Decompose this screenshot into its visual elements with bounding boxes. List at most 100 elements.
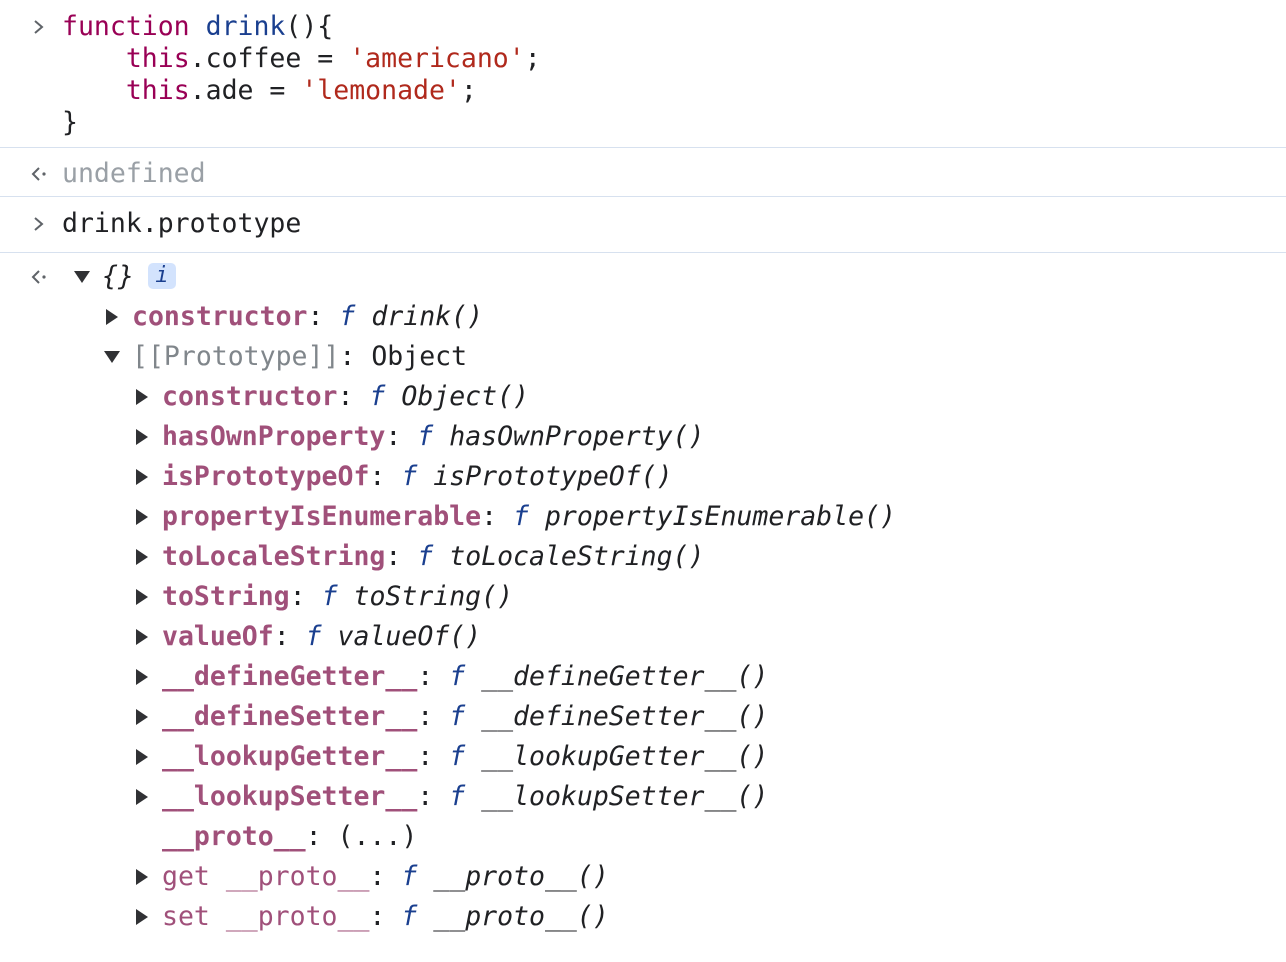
triangle-right-icon[interactable] — [132, 777, 152, 817]
function-tag: f — [417, 541, 434, 572]
property-entry: hasOwnProperty: f hasOwnProperty() — [162, 417, 705, 457]
property-entry: constructor: f Object() — [162, 377, 529, 417]
property-name: toString — [162, 581, 290, 612]
property-name: constructor — [132, 301, 308, 332]
property-entry: __defineGetter__: f __defineGetter__() — [162, 657, 768, 697]
property-value: __proto__() — [433, 861, 609, 892]
property-name: isPrototypeOf — [162, 461, 370, 492]
chevron-right-icon — [28, 11, 50, 43]
triangle-right-icon[interactable] — [132, 697, 152, 737]
property-value: __proto__() — [433, 901, 609, 932]
function-tag: f — [401, 461, 418, 492]
property-value: __lookupGetter__() — [481, 741, 769, 772]
object-property-row[interactable]: constructor: f drink() — [0, 297, 1286, 337]
property-separator: : — [307, 301, 340, 332]
code-line: } — [0, 107, 1286, 139]
property-value: valueOf() — [337, 621, 482, 652]
triangle-right-icon[interactable] — [132, 737, 152, 777]
property-separator: : — [385, 421, 418, 452]
code-token: drink — [205, 11, 286, 42]
property-name: __defineSetter__ — [162, 701, 418, 732]
triangle-right-icon[interactable] — [132, 657, 152, 697]
property-value: toLocaleString() — [449, 541, 705, 572]
triangle-down-icon[interactable] — [102, 337, 122, 377]
code-text[interactable]: this.coffee = 'americano'; — [62, 43, 541, 75]
return-arrow-icon — [28, 257, 50, 297]
property-name: valueOf — [162, 621, 274, 652]
property-value: drink() — [371, 301, 484, 332]
code-token: this — [125, 43, 190, 74]
property-name: __defineGetter__ — [162, 661, 418, 692]
triangle-down-icon[interactable] — [72, 257, 92, 297]
code-token: .coffee = — [189, 43, 350, 74]
code-line: this.coffee = 'americano'; — [0, 43, 1286, 75]
property-separator: : — [305, 821, 338, 852]
triangle-right-icon[interactable] — [102, 297, 122, 337]
code-text[interactable]: drink.prototype — [62, 208, 301, 240]
triangle-right-icon[interactable] — [132, 617, 152, 657]
property-separator: : — [417, 701, 450, 732]
property-value: hasOwnProperty() — [449, 421, 705, 452]
code-token — [190, 11, 206, 42]
object-property-row[interactable]: get __proto__: f __proto__() — [0, 857, 1286, 897]
object-property-row[interactable]: toLocaleString: f toLocaleString() — [0, 537, 1286, 577]
property-name: propertyIsEnumerable — [162, 501, 482, 532]
triangle-right-icon[interactable] — [132, 417, 152, 457]
property-value[interactable]: (...) — [337, 821, 418, 852]
object-property-row[interactable]: __defineSetter__: f __defineSetter__() — [0, 697, 1286, 737]
function-tag: f — [339, 301, 356, 332]
code-token: 'americano' — [349, 43, 525, 74]
code-text[interactable]: function drink(){ — [62, 11, 333, 43]
object-property-row[interactable]: set __proto__: f __proto__() — [0, 897, 1286, 937]
code-text[interactable]: } — [62, 107, 78, 139]
info-badge-icon[interactable]: i — [147, 262, 176, 289]
console-input-entry: drink.prototype — [0, 197, 1286, 253]
property-value: __defineSetter__() — [481, 701, 769, 732]
object-property-row[interactable]: __lookupSetter__: f __lookupSetter__() — [0, 777, 1286, 817]
object-property-row[interactable]: valueOf: f valueOf() — [0, 617, 1286, 657]
property-separator: : — [289, 581, 322, 612]
object-property-row[interactable]: [[Prototype]]: Object — [0, 337, 1286, 377]
console-input-entry: function drink(){ this.coffee = 'america… — [0, 0, 1286, 148]
object-root-row[interactable]: {}i — [0, 257, 1286, 297]
triangle-right-icon[interactable] — [132, 457, 152, 497]
property-name: [[Prototype]] — [132, 341, 340, 372]
function-tag: f — [401, 901, 418, 932]
code-token: function — [62, 11, 190, 42]
triangle-right-icon[interactable] — [132, 377, 152, 417]
function-tag: f — [321, 581, 338, 612]
triangle-right-icon[interactable] — [132, 537, 152, 577]
object-property-row[interactable]: toString: f toString() — [0, 577, 1286, 617]
object-property-row[interactable]: __defineGetter__: f __defineGetter__() — [0, 657, 1286, 697]
object-property-row[interactable]: __lookupGetter__: f __lookupGetter__() — [0, 737, 1286, 777]
property-entry: [[Prototype]]: Object — [132, 337, 467, 377]
code-token: drink.prototype — [62, 208, 302, 239]
object-property-row[interactable]: constructor: f Object() — [0, 377, 1286, 417]
triangle-right-icon[interactable] — [132, 497, 152, 537]
code-text[interactable]: this.ade = 'lemonade'; — [62, 75, 477, 107]
function-tag: f — [449, 701, 466, 732]
object-property-row[interactable]: isPrototypeOf: f isPrototypeOf() — [0, 457, 1286, 497]
property-name: __proto__ — [162, 821, 306, 852]
code-line: function drink(){ — [0, 11, 1286, 43]
function-tag: f — [449, 781, 466, 812]
object-property-row[interactable]: __proto__: (...) — [0, 817, 1286, 857]
property-separator: : — [369, 461, 402, 492]
triangle-right-icon[interactable] — [132, 857, 152, 897]
function-tag: f — [401, 861, 418, 892]
property-entry: toLocaleString: f toLocaleString() — [162, 537, 705, 577]
property-separator: : — [369, 901, 402, 932]
triangle-right-icon[interactable] — [132, 897, 152, 937]
code-token: ; — [524, 43, 541, 74]
function-tag: f — [513, 501, 529, 532]
property-name: hasOwnProperty — [162, 421, 386, 452]
function-tag: f — [417, 421, 434, 452]
object-property-row[interactable]: propertyIsEnumerable: f propertyIsEnumer… — [0, 497, 1286, 537]
object-property-row[interactable]: hasOwnProperty: f hasOwnProperty() — [0, 417, 1286, 457]
function-tag: f — [369, 381, 386, 412]
object-preview: {}i — [102, 257, 176, 297]
property-separator: : — [339, 341, 372, 372]
triangle-right-icon[interactable] — [132, 577, 152, 617]
property-value: Object() — [401, 381, 529, 412]
